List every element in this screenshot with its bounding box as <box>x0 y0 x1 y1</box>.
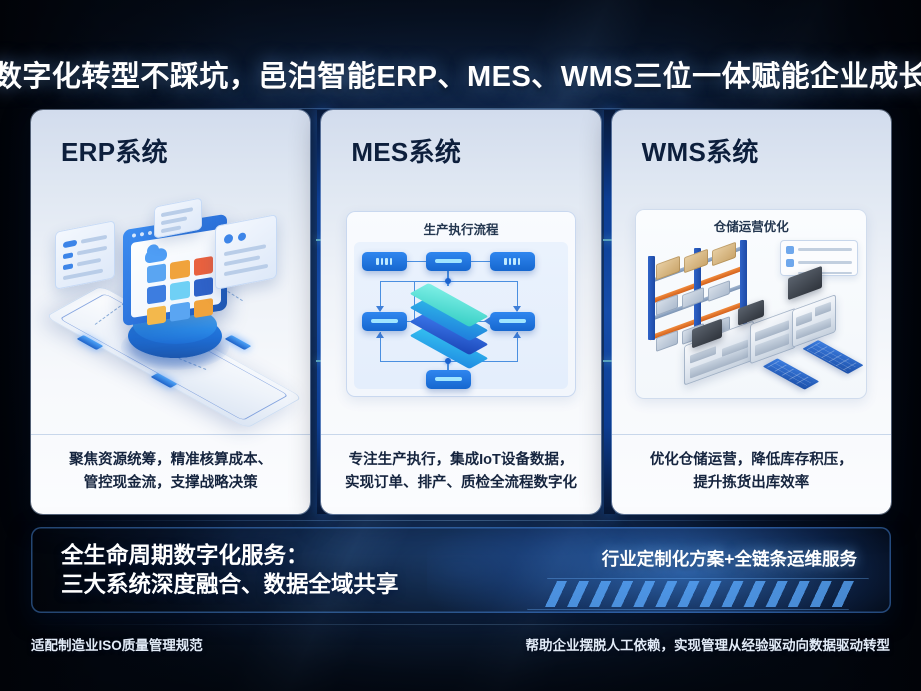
wms-info-row-3 <box>786 271 853 275</box>
banner-headline-line2: 三大系统深度融合、数据全域共享 <box>61 572 399 598</box>
card-erp[interactable]: ERP系统 <box>31 110 311 514</box>
mes-wire-top-h2 <box>470 260 490 263</box>
mes-core-cube-icon <box>409 282 489 369</box>
erp-info-card-right <box>215 214 277 291</box>
card-erp-title: ERP系统 <box>61 137 168 167</box>
mes-wire-center-v-bottom <box>447 357 449 370</box>
wms-rack-post-left <box>648 255 656 340</box>
card-mes-figure: 生产执行流程 <box>321 169 600 434</box>
banner-headline: 全生命周期数字化服务： 三大系统深度融合、数据全域共享 <box>61 541 399 600</box>
card-wms-title: WMS系统 <box>641 137 759 167</box>
mes-wire-right-v2 <box>516 331 519 362</box>
card-wms-description: 优化仓储运营，降低库存积压， 提升拣货出库效率 <box>611 434 891 514</box>
mes-node-top-center <box>425 251 471 271</box>
card-wms-header: WMS系统 <box>612 110 891 169</box>
mes-arrow-right <box>483 316 490 325</box>
erp-monitor-screen <box>131 228 221 326</box>
banner-headline-line1: 全生命周期数字化服务： <box>61 543 309 568</box>
card-wms[interactable]: WMS系统 仓储运营优化 <box>611 110 891 514</box>
erp-info-card-left <box>55 220 115 290</box>
card-mes-title: MES系统 <box>351 137 462 167</box>
mes-wire-branch-v <box>413 280 416 321</box>
mes-arrow-up-right <box>512 331 521 338</box>
mes-wire-right-v <box>516 280 519 311</box>
banner-diagonal-stripes <box>535 581 865 607</box>
card-wms-description-line2: 提升拣货出库效率 <box>693 474 810 491</box>
wms-workbench-right <box>792 293 837 348</box>
card-erp-figure <box>31 169 310 434</box>
mes-node-bottom <box>425 369 471 389</box>
wms-info-row-2 <box>786 258 853 267</box>
mes-junction-top <box>444 277 451 284</box>
card-erp-description-line2: 管控现金流，支撑战略决策 <box>83 474 258 491</box>
card-erp-header: ERP系统 <box>31 110 310 169</box>
wms-crate-3 <box>712 241 737 266</box>
title-bar: 数字化转型不踩坑，邑泊智能ERP、MES、WMS三位一体赋能企业成长 <box>0 50 921 98</box>
mes-flow-canvas <box>353 241 568 389</box>
mes-figure-caption: 生产执行流程 <box>423 222 499 237</box>
system-cards-row: ERP系统 <box>31 110 891 514</box>
erp-dashboard-tiles <box>147 256 213 326</box>
page-title: 数字化转型不踩坑，邑泊智能ERP、MES、WMS三位一体赋能企业成长 <box>0 61 921 93</box>
mes-arrow-down-left <box>375 305 384 312</box>
mes-node-left <box>361 311 407 331</box>
mes-wire-left-v2 <box>379 331 382 362</box>
mes-junction-bottom <box>444 357 451 364</box>
mes-node-top-right <box>489 251 535 271</box>
mes-wire-right-in <box>469 320 490 323</box>
wms-pallet-back <box>802 339 864 374</box>
erp-window-dots-icon <box>132 230 152 238</box>
wms-warehouse-panel: 仓储运营优化 <box>635 208 868 399</box>
wms-warehouse-canvas <box>642 238 864 392</box>
mes-arrow-up-left <box>375 331 384 338</box>
mes-wire-top-h <box>406 260 426 263</box>
card-mes-header: MES系统 <box>321 110 600 169</box>
erp-isometric-illustration <box>44 197 304 429</box>
card-mes[interactable]: MES系统 生产执行流程 <box>321 110 601 514</box>
wms-info-row-1 <box>786 245 853 254</box>
mes-wire-left-v <box>379 280 382 311</box>
mes-node-top-left <box>361 251 407 271</box>
wms-pallet-front <box>762 357 820 390</box>
card-mes-description-line1: 专注生产执行，集成IoT设备数据， <box>348 452 574 469</box>
erp-cloud-icon <box>145 247 167 264</box>
footer-note-right: 帮助企业摆脱人工依赖，实现管理从经验驱动向数据驱动转型 <box>525 638 891 653</box>
card-erp-description-line1: 聚焦资源统筹，精准核算成本、 <box>69 452 273 469</box>
wms-figure-caption: 仓储运营优化 <box>713 219 789 234</box>
mes-arrow-down-right <box>512 305 521 312</box>
card-erp-description: 聚焦资源统筹，精准核算成本、 管控现金流，支撑战略决策 <box>31 434 311 514</box>
wms-rack-post-right <box>740 239 748 324</box>
wms-bin-3 <box>708 279 731 302</box>
footer-note-left: 适配制造业ISO质量管理规范 <box>31 638 203 653</box>
card-wms-description-line1: 优化仓储运营，降低库存积压， <box>649 452 853 469</box>
banner-tagline: 行业定制化方案+全链条运维服务 <box>601 549 857 569</box>
mes-flow-panel: 生产执行流程 <box>345 210 576 397</box>
card-wms-figure: 仓储运营优化 <box>612 169 891 434</box>
card-mes-description: 专注生产执行，集成IoT设备数据， 实现订单、排产、质检全流程数字化 <box>321 434 601 514</box>
card-divider-2 <box>603 110 616 514</box>
summary-banner: 全生命周期数字化服务： 三大系统深度融合、数据全域共享 行业定制化方案+全链条运… <box>31 527 891 613</box>
card-mes-description-line2: 实现订单、排产、质检全流程数字化 <box>344 474 577 491</box>
mes-node-right <box>489 311 535 331</box>
